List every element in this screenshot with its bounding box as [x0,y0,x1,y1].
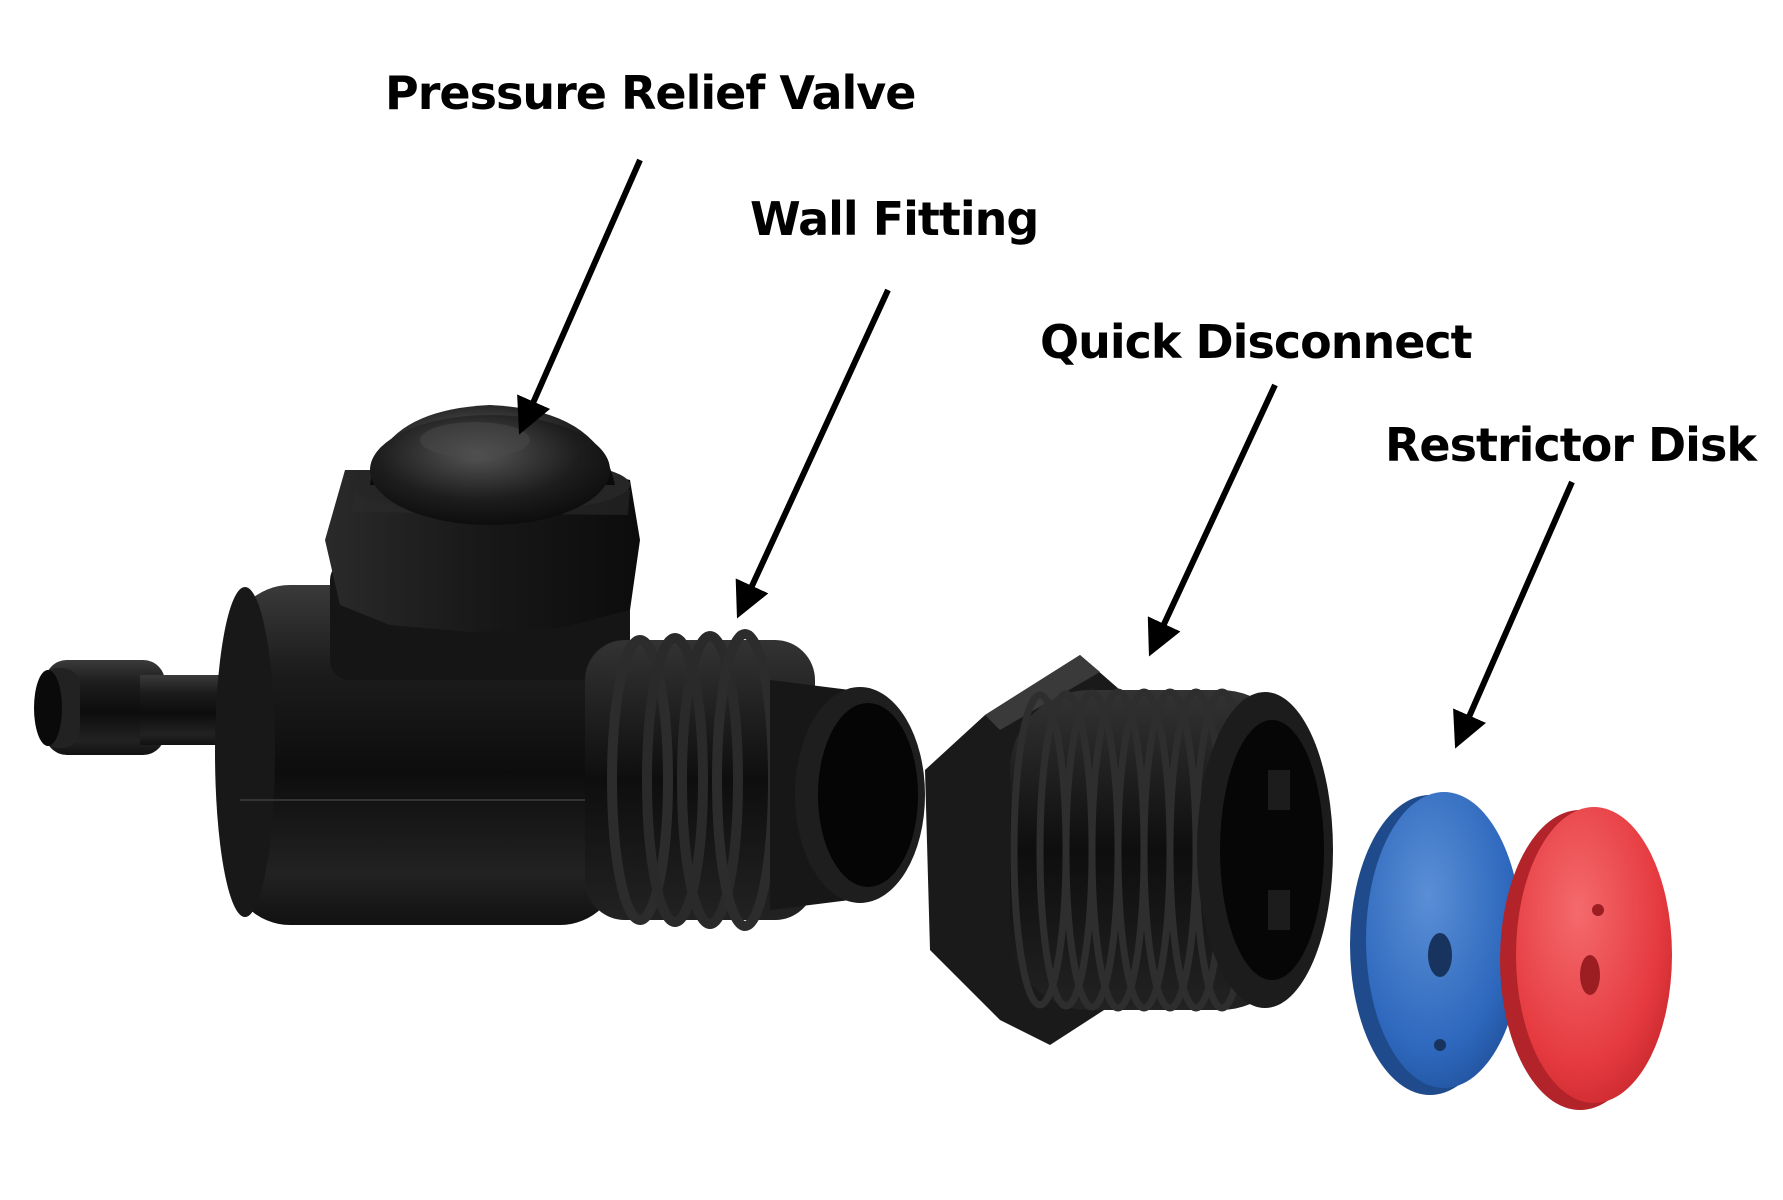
wall-fitting-part [585,629,925,931]
arrow-wall-fitting [735,288,891,619]
restrictor-disk-red [1500,807,1672,1110]
label-restrictor-disk: Restrictor Disk [1385,418,1757,472]
restrictor-disk-blue [1350,792,1522,1095]
label-pressure-relief-valve: Pressure Relief Valve [385,66,916,120]
quick-disconnect-part [925,655,1333,1045]
arrow-restrictor-disk [1453,480,1575,749]
label-quick-disconnect: Quick Disconnect [1040,315,1473,369]
pressure-relief-valve-part [34,405,640,925]
label-wall-fitting: Wall Fitting [750,192,1039,246]
arrow-pressure-relief-valve [517,158,643,435]
arrow-quick-disconnect [1147,383,1278,657]
